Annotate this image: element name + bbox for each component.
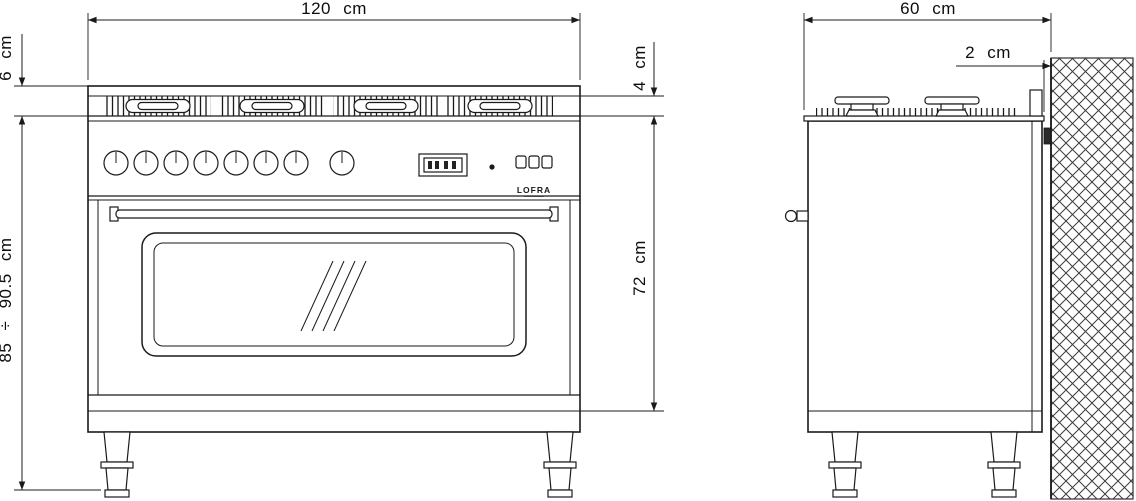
dimension-wall-gap: 2 cm (956, 43, 1051, 112)
cooktop-band-side (803, 115, 1045, 122)
dimension-height: 85 ÷ 90.5 cm (0, 116, 101, 491)
burner-profile (834, 96, 890, 117)
burner (353, 98, 419, 114)
burner-cap-inner (365, 101, 407, 111)
control-knobs (103, 150, 355, 176)
leg-collar (100, 461, 134, 469)
panel-button (541, 155, 553, 169)
glare-line (311, 260, 345, 332)
dim-label-depth: 60 cm (900, 0, 956, 18)
burner (125, 98, 191, 114)
glare-line (300, 260, 334, 332)
dim-label-width: 120 cm (301, 0, 367, 18)
indicator-led (489, 164, 495, 170)
leg-foot (548, 467, 572, 491)
side-view (784, 89, 1052, 498)
burner (467, 98, 533, 114)
leg-shaft (990, 431, 1018, 463)
leg-side-back (987, 431, 1021, 498)
glare-line (322, 260, 356, 332)
panel-button (515, 155, 527, 169)
dim-label-wall-gap: 2 cm (965, 43, 1011, 62)
display-segment (435, 161, 439, 169)
door-handle (109, 206, 559, 222)
leg-foot (833, 467, 857, 491)
handle-bar (115, 209, 553, 219)
leg-side-front (828, 431, 862, 498)
dim-label-hob-edge: 4 cm (630, 45, 649, 91)
door-window-inner (153, 242, 515, 347)
leg-base (832, 489, 858, 498)
burner-base-side (845, 109, 879, 117)
range-body-front (87, 85, 581, 433)
front-view: LOFRA (87, 85, 581, 498)
dimension-oven-height: 72 cm (580, 116, 664, 412)
dimension-depth: 60 cm (803, 0, 1052, 110)
burner-stem-side (940, 103, 964, 111)
wall (1050, 57, 1134, 500)
leg-collar (543, 461, 577, 469)
burner-profile (924, 96, 980, 117)
leg-collar (987, 461, 1021, 469)
burner-cap-inner (479, 101, 521, 111)
panel-buttons (515, 155, 553, 169)
burner-cap-inner (251, 101, 293, 111)
oven-door (88, 200, 580, 412)
burner-cap-inner (137, 101, 179, 111)
leg-foot (105, 467, 129, 491)
leg-shaft (831, 431, 859, 463)
dimension-hob-edge: 4 cm (580, 42, 664, 117)
range-body-side (807, 120, 1043, 433)
burner-stem-side (850, 103, 874, 111)
panel-button (528, 155, 540, 169)
wall-hatch (1050, 57, 1134, 500)
leg-front-right (543, 431, 577, 498)
door-window-outer (141, 232, 527, 357)
leg-shaft (546, 431, 574, 463)
burner-cap-side (924, 96, 980, 105)
display-segment (452, 161, 456, 169)
leg-shaft (103, 431, 131, 463)
leg-base (991, 489, 1017, 498)
control-panel: LOFRA (103, 150, 553, 197)
leg-foot (992, 467, 1016, 491)
burner-base-side (935, 109, 969, 117)
clock-display (418, 153, 468, 177)
dimension-upstand: 6 cm (0, 34, 88, 117)
dim-label-oven-height: 72 cm (630, 240, 649, 296)
dim-label-upstand: 6 cm (0, 35, 15, 81)
display-segment (444, 161, 448, 169)
window-glare (300, 260, 367, 332)
display-segment (428, 161, 432, 169)
leg-base (104, 489, 130, 498)
burner-cap-side (834, 96, 890, 105)
brand-logo: LOFRA (517, 185, 551, 195)
leg-collar (828, 461, 862, 469)
upstand-side (1029, 89, 1043, 117)
dim-label-height: 85 ÷ 90.5 cm (0, 237, 15, 362)
hob-grates (105, 96, 553, 116)
handle-mount-side (796, 210, 809, 222)
leg-base (547, 489, 573, 498)
burner (239, 98, 305, 114)
leg-front-left (100, 431, 134, 498)
handle-rod-side (784, 209, 798, 223)
grate-ticks-side (816, 108, 1016, 116)
door-handle-side (784, 209, 809, 223)
gas-connection (1043, 127, 1052, 145)
dimension-width: 120 cm (87, 0, 581, 80)
glare-line (333, 260, 367, 332)
